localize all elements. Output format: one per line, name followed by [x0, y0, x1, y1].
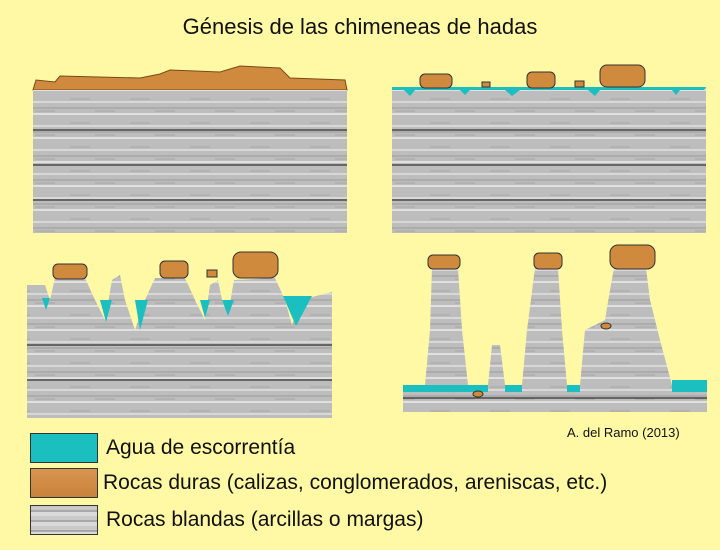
- diagram-title: Génesis de las chimeneas de hadas: [182, 14, 538, 39]
- soft-rock-layer: [27, 275, 332, 418]
- legend-label-hard-rock: Rocas duras (calizas, conglomerados, are…: [103, 471, 608, 494]
- stage-2-panel: [392, 64, 706, 233]
- hard-rock-cap: [609, 244, 656, 270]
- legend-label-soft-rock: Rocas blandas (arcillas o margas): [106, 508, 424, 531]
- hard-rock-cap: [533, 252, 563, 270]
- runoff-water: [403, 380, 707, 392]
- runoff-water: [392, 87, 706, 96]
- hard-rock-cap: [52, 263, 88, 280]
- soft-rock-layer: [33, 90, 347, 233]
- hard-rock-layer: [32, 65, 348, 91]
- soft-rock-layer: [392, 87, 706, 233]
- hard-rock-cap: [159, 260, 189, 279]
- soft-rock-layer: [403, 268, 707, 412]
- legend-swatch-soft-rock: [30, 505, 98, 535]
- legend-label-water: Agua de escorrentía: [106, 436, 296, 459]
- stage-4-panel: [403, 244, 707, 412]
- stage-1-panel: [32, 65, 348, 233]
- hard-rock-cap: [427, 254, 461, 270]
- hard-rock-cap: [599, 64, 646, 88]
- runoff-water: [42, 296, 312, 330]
- hard-rock-cap: [419, 73, 453, 89]
- author-credit: A. del Ramo (2013): [567, 425, 680, 440]
- legend-swatch-water: [30, 433, 98, 463]
- legend-swatch-hard-rock: [30, 468, 98, 498]
- stage-3-panel: [27, 251, 332, 418]
- hard-rock-cap: [526, 71, 556, 89]
- hard-rock-cap: [232, 251, 279, 279]
